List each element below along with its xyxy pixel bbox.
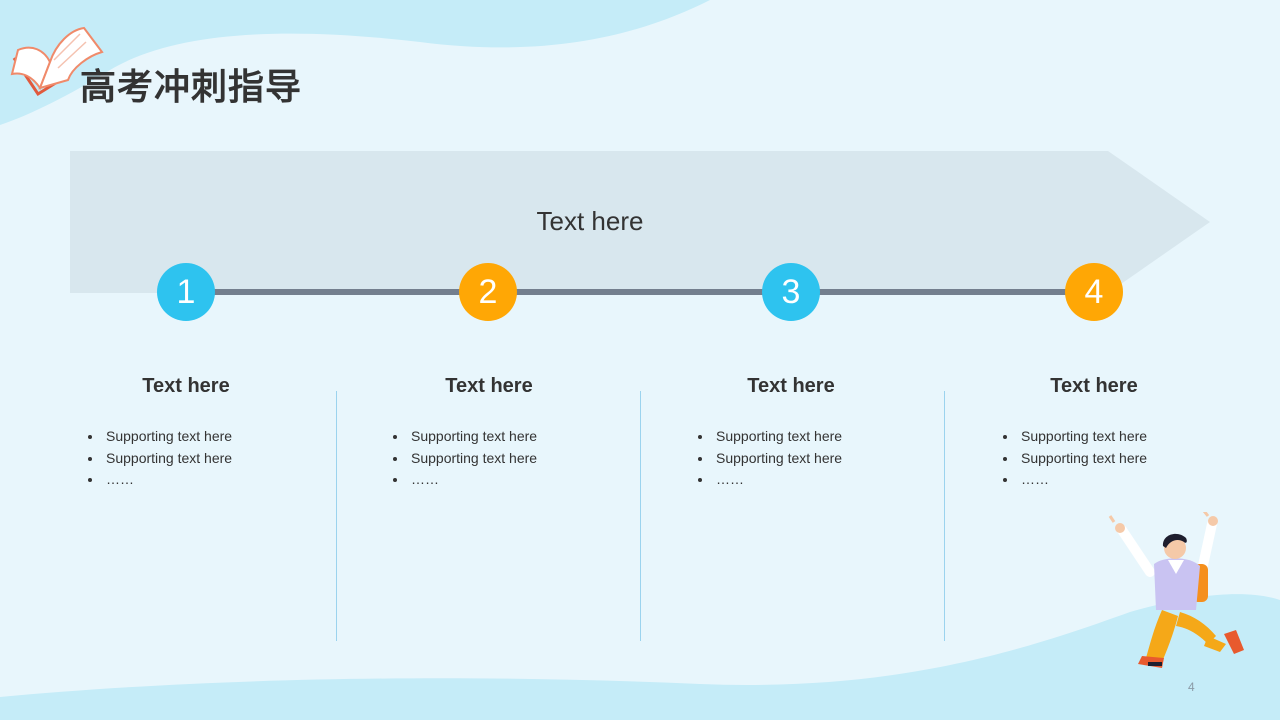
bullet-item: Supporting text here — [688, 448, 842, 470]
step-4-heading: Text here — [1050, 375, 1138, 397]
jumping-student-illustration — [1108, 512, 1244, 668]
page-number: 4 — [1188, 680, 1195, 694]
timeline-line — [186, 289, 1094, 295]
bullet-item: Supporting text here — [993, 448, 1147, 470]
bullet-item: Supporting text here — [78, 448, 232, 470]
step-3-bullets: Supporting text here Supporting text her… — [688, 426, 842, 491]
bullet-item: Supporting text here — [383, 448, 537, 470]
bullet-item: …… — [993, 469, 1147, 491]
banner-text: Text here — [536, 206, 644, 236]
bullet-item: …… — [688, 469, 842, 491]
bullet-item: Supporting text here — [78, 426, 232, 448]
open-book-icon — [10, 26, 104, 97]
bullet-item: Supporting text here — [688, 426, 842, 448]
bullet-item: Supporting text here — [383, 426, 537, 448]
column-divider — [640, 391, 641, 641]
column-divider — [944, 391, 945, 641]
step-4-column: Text here Supporting text here Supportin… — [944, 372, 1244, 487]
step-4-bullets: Supporting text here Supporting text her… — [993, 426, 1147, 491]
bullet-item: …… — [383, 469, 537, 491]
bullet-item: Supporting text here — [993, 426, 1147, 448]
step-3-column: Text here Supporting text here Supportin… — [641, 372, 941, 487]
step-3-heading: Text here — [747, 375, 835, 397]
bullet-item: …… — [78, 469, 232, 491]
step-1-column: Text here Supporting text here Supportin… — [36, 372, 336, 487]
step-2-heading: Text here — [445, 375, 533, 397]
step-1-bullets: Supporting text here Supporting text her… — [78, 426, 232, 491]
step-2-column: Text here Supporting text here Supportin… — [339, 372, 639, 487]
arrow-banner — [70, 151, 1210, 293]
step-3-circle: 3 — [762, 263, 820, 321]
step-1-circle: 1 — [157, 263, 215, 321]
column-divider — [336, 391, 337, 641]
step-4-circle: 4 — [1065, 263, 1123, 321]
step-2-bullets: Supporting text here Supporting text her… — [383, 426, 537, 491]
page-title: 高考冲刺指导 — [80, 67, 303, 108]
step-2-circle: 2 — [459, 263, 517, 321]
step-1-heading: Text here — [142, 375, 230, 397]
